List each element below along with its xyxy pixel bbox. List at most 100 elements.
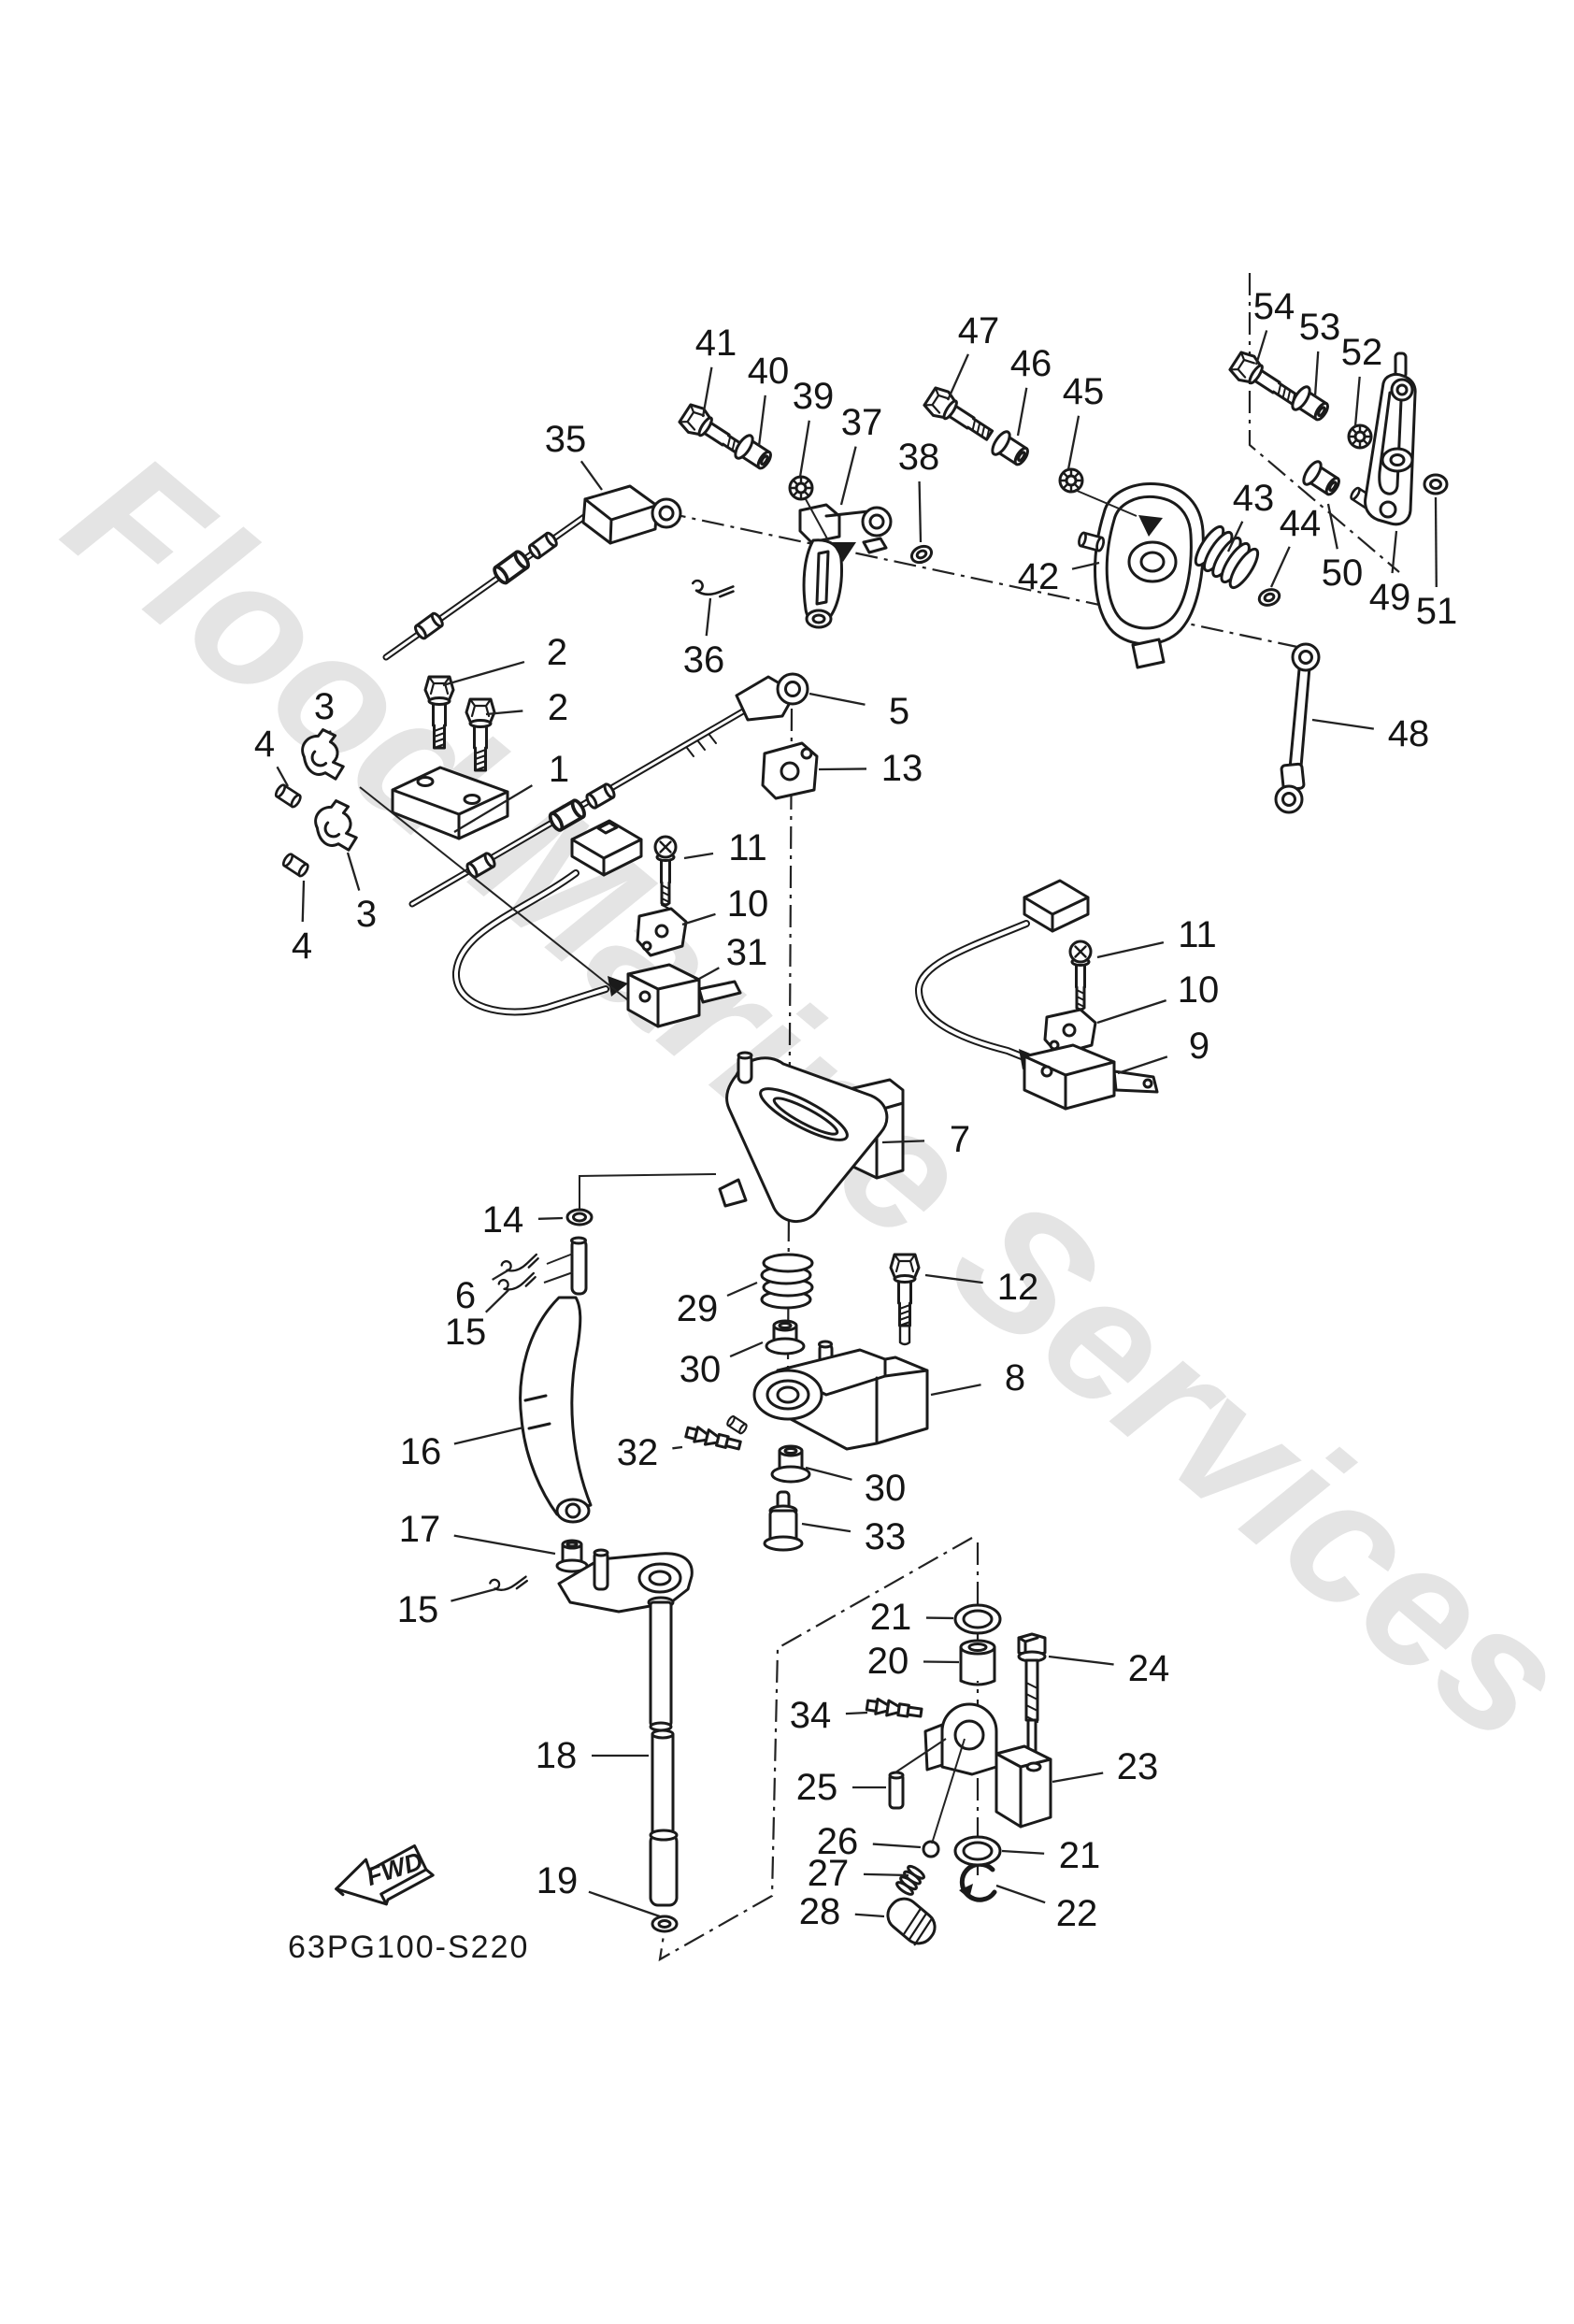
switch-9-graphic [1024, 1045, 1157, 1109]
callout-40-1: 40 [748, 351, 790, 446]
part-number-15: 15 [445, 1312, 487, 1353]
part-number-11: 11 [1178, 914, 1217, 955]
callout-21-60: 21 [1002, 1835, 1100, 1876]
o-ring-19-graphic [652, 1916, 677, 1931]
part-number-38: 38 [898, 437, 940, 478]
guide-line-1 [544, 1272, 573, 1283]
leader-line-11-29 [684, 854, 713, 858]
part-number-10: 10 [727, 883, 769, 925]
callout-32-44: 32 [617, 1432, 682, 1473]
part-number-4: 4 [292, 925, 312, 967]
o-ring-21a-graphic [955, 1605, 1000, 1633]
pin-25-graphic [890, 1772, 903, 1808]
callout-50-15: 50 [1322, 504, 1364, 594]
part-number-14: 14 [482, 1199, 524, 1241]
bolt-54-graphic [1228, 350, 1303, 412]
leader-line-30-45 [806, 1468, 851, 1480]
leader-line-50-15 [1328, 504, 1338, 549]
part-number-21: 21 [870, 1597, 912, 1638]
callout-44-14: 44 [1271, 503, 1321, 587]
leader-line-41-0 [703, 367, 711, 417]
part-number-32: 32 [617, 1432, 659, 1473]
cotter-pin-36-graphic [692, 580, 735, 599]
part-number-1: 1 [549, 749, 569, 790]
lock-washer-39-graphic [790, 477, 812, 499]
callout-35-11: 35 [545, 419, 602, 490]
part-number-17: 17 [399, 1509, 441, 1550]
leader-line-47-5 [948, 354, 968, 400]
part-number-36: 36 [683, 639, 725, 681]
part-number-21: 21 [1059, 1835, 1101, 1876]
leader-line-52-10 [1355, 377, 1360, 426]
part-number-20: 20 [867, 1641, 909, 1682]
leader-line-45-7 [1068, 416, 1079, 469]
callout-45-7: 45 [1063, 371, 1105, 469]
ball-26-graphic [923, 1842, 938, 1857]
leader-line-16-43 [454, 1427, 523, 1444]
leader-line-34-54 [846, 1713, 867, 1714]
leader-line-27-58 [864, 1874, 909, 1875]
part-number-48: 48 [1388, 713, 1430, 754]
leader-line-24-53 [1049, 1657, 1114, 1664]
callout-46-6: 46 [1010, 343, 1052, 436]
leader-line-5-27 [809, 694, 865, 705]
throttle-cable-graphic [386, 486, 680, 657]
leader-line-53-9 [1315, 351, 1318, 396]
part-number-2: 2 [548, 687, 568, 728]
callout-39-2: 39 [793, 376, 835, 477]
leader-line-33-46 [802, 1524, 851, 1531]
part-number-51: 51 [1416, 591, 1458, 632]
part-number-43: 43 [1233, 478, 1275, 519]
callout-36-18: 36 [683, 598, 725, 681]
spring-27-graphic [895, 1864, 925, 1896]
callout-37-3: 37 [841, 402, 883, 505]
part-number-39: 39 [793, 376, 835, 417]
fitting-34-graphic [866, 1698, 923, 1720]
part-number-7: 7 [950, 1119, 970, 1160]
part-number-54: 54 [1253, 286, 1295, 327]
callout-34-54: 34 [790, 1695, 867, 1736]
leader-line-6-37 [493, 1270, 509, 1280]
callout-41-0: 41 [695, 323, 737, 417]
callout-20-52: 20 [867, 1641, 959, 1682]
screw-33-graphic [765, 1492, 802, 1550]
callout-42-12: 42 [1018, 556, 1099, 597]
leader-line-32-44 [672, 1447, 682, 1448]
bushing-17-graphic [557, 1541, 587, 1571]
clamp-10a-graphic [637, 909, 686, 955]
leader-line-37-3 [841, 447, 856, 505]
leader-line-8-42 [931, 1384, 981, 1395]
part-number-10: 10 [1178, 969, 1220, 1011]
callout-53-9: 53 [1299, 307, 1341, 396]
callout-49-16: 49 [1369, 531, 1411, 618]
spring-29-graphic [762, 1255, 812, 1308]
leader-line-51-17 [1436, 497, 1437, 587]
cable-joint-13-graphic [763, 743, 817, 798]
part-number-52: 52 [1341, 332, 1383, 373]
fwd-arrow: FWD [331, 1842, 437, 1917]
cotter-pin-15a-graphic [498, 1273, 537, 1292]
part-number-19: 19 [537, 1860, 579, 1901]
part-number-18: 18 [536, 1735, 578, 1776]
leader-line-28-59 [855, 1915, 884, 1916]
callout-38-4: 38 [898, 437, 940, 542]
part-number-24: 24 [1128, 1648, 1170, 1689]
pin-4b-graphic [281, 853, 309, 877]
callout-6-37: 6 [455, 1270, 509, 1316]
washer-51-graphic [1424, 475, 1447, 494]
callout-11-32: 11 [1097, 914, 1217, 957]
part-number-49: 49 [1369, 577, 1411, 618]
bushing-20-graphic [961, 1641, 994, 1685]
part-number-16: 16 [400, 1431, 442, 1472]
leader-line-9-34 [1118, 1056, 1167, 1073]
leader-line-4-26 [303, 881, 304, 922]
callout-30-41: 30 [680, 1342, 763, 1390]
callout-5-27: 5 [809, 691, 909, 732]
part-number-45: 45 [1063, 371, 1105, 412]
callout-22-61: 22 [996, 1886, 1097, 1934]
callout-17-47: 17 [399, 1509, 555, 1554]
part-number-3: 3 [356, 894, 377, 935]
diagram-code: 63PG100-S220 [288, 1929, 529, 1965]
callout-9-34: 9 [1118, 1026, 1209, 1073]
